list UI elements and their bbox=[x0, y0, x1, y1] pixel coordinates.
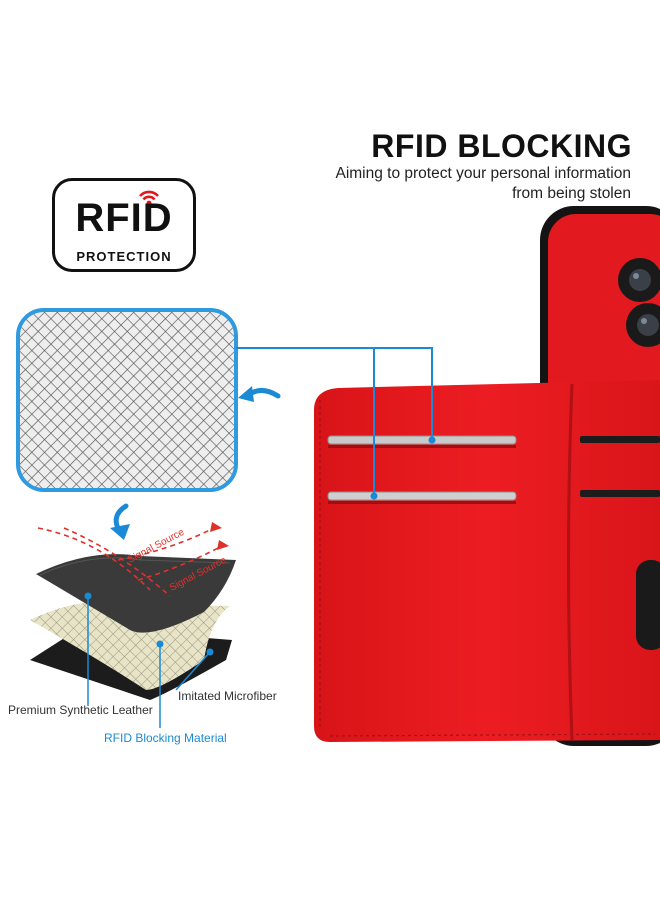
rfid-protection-badge: RFID PROTECTION bbox=[52, 178, 196, 272]
camera-module bbox=[618, 258, 660, 347]
headline-subtitle: Aiming to protect your personal informat… bbox=[291, 164, 631, 204]
label-rfid-blocking-material: RFID Blocking Material bbox=[104, 731, 227, 745]
callout-dot-1 bbox=[428, 436, 436, 444]
card-slot-4 bbox=[580, 490, 660, 497]
subtitle-line-1: Aiming to protect your personal informat… bbox=[335, 165, 631, 182]
callout-dot-2 bbox=[370, 492, 378, 500]
rfid-mesh-swatch bbox=[16, 308, 238, 492]
signal-icon bbox=[139, 190, 159, 206]
label-imitated-microfiber: Imitated Microfiber bbox=[178, 689, 277, 703]
signal-arrowhead-2 bbox=[217, 540, 229, 550]
label-premium-leather: Premium Synthetic Leather bbox=[8, 703, 153, 717]
layer-leader-lines bbox=[87, 596, 211, 728]
layer-leather bbox=[36, 554, 236, 633]
card-slot-1 bbox=[327, 435, 517, 448]
layer-blocking-material bbox=[30, 602, 230, 690]
wallet-case bbox=[314, 380, 660, 742]
signal-arrows bbox=[37, 527, 223, 597]
badge-title: RFID bbox=[75, 196, 173, 240]
headline-title: RFID BLOCKING bbox=[371, 128, 632, 164]
callout-lines bbox=[236, 347, 433, 496]
card-slot-3 bbox=[580, 436, 660, 443]
card-slot-2 bbox=[327, 491, 517, 504]
layer-stack bbox=[30, 554, 236, 700]
subtitle-line-2: from being stolen bbox=[512, 185, 631, 202]
curved-arrow-icon bbox=[238, 386, 281, 402]
signal-arrowhead-1 bbox=[210, 522, 222, 532]
down-arrow-icon bbox=[110, 503, 130, 540]
badge-subtitle: PROTECTION bbox=[76, 249, 172, 264]
wallet-clasp bbox=[636, 560, 660, 650]
